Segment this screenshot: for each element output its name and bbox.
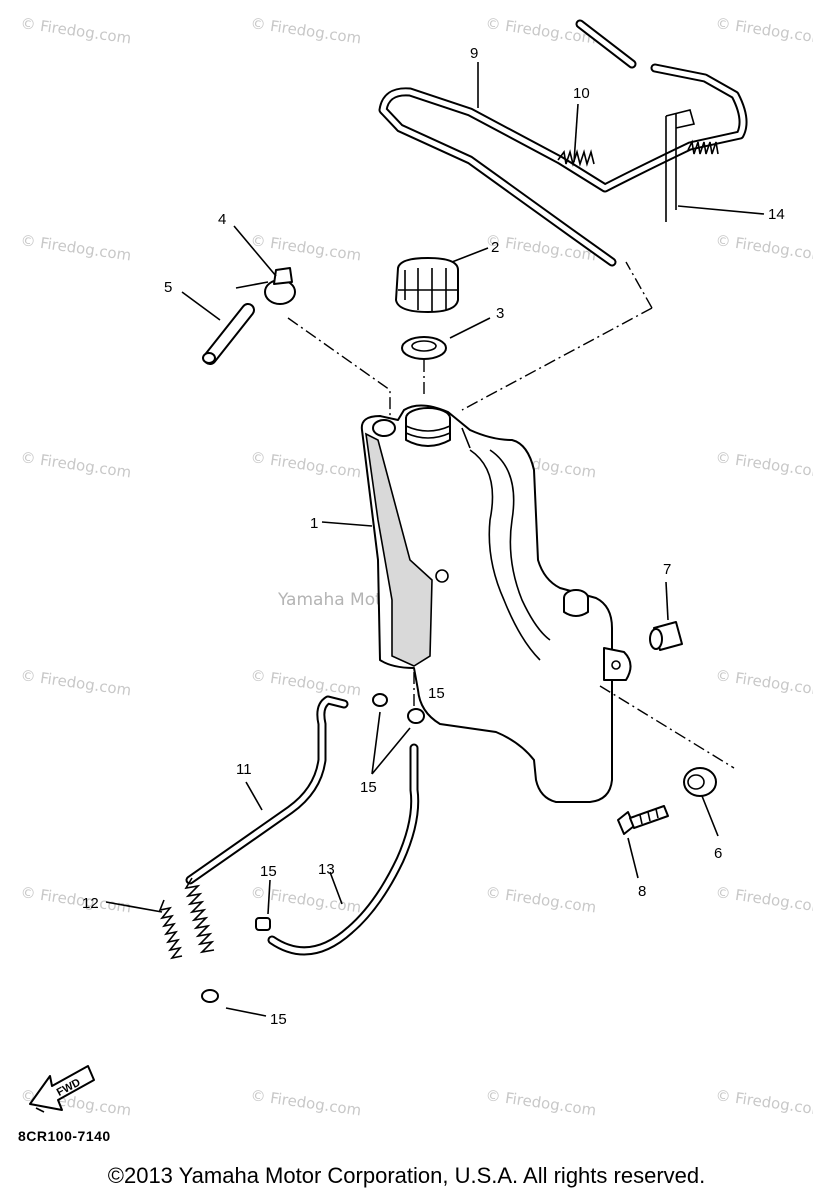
callout-5: 5 <box>164 279 172 296</box>
bolt <box>617 805 669 835</box>
hose-fitting <box>264 267 296 305</box>
watermark-text: © Firedog.com <box>714 448 813 481</box>
callout-14: 14 <box>768 206 785 223</box>
watermark-text: © Firedog.com <box>484 14 597 47</box>
grommet <box>683 767 717 797</box>
callout-11: 11 <box>236 761 252 778</box>
watermark-text: © Firedog.com <box>714 883 813 916</box>
watermark-text: © Firedog.com <box>249 231 362 264</box>
callout-3: 3 <box>496 305 504 322</box>
diagram-code: 8CR100-7140 <box>18 1128 111 1144</box>
callout-15: 15 <box>428 685 445 702</box>
copyright-notice: ©2013 Yamaha Motor Corporation, U.S.A. A… <box>107 1163 706 1188</box>
callout-13: 13 <box>318 861 335 878</box>
callout-15: 15 <box>360 779 377 796</box>
watermark-text: © Firedog.com <box>19 883 132 916</box>
watermark-text: © Firedog.com <box>19 14 132 47</box>
watermark-text: © Firedog.com <box>484 883 597 916</box>
collar <box>649 621 683 651</box>
coolant-reservoir-tank <box>360 404 632 803</box>
watermark-text: © Firedog.com <box>484 1086 597 1119</box>
callout-10: 10 <box>573 85 590 102</box>
watermark-text: © Firedog.com <box>714 1086 813 1119</box>
cap-seal <box>401 336 447 360</box>
watermark-text: © Firedog.com <box>19 231 132 264</box>
callout-1: 1 <box>310 515 318 532</box>
callout-15: 15 <box>260 863 277 880</box>
watermark-text: © Firedog.com <box>249 14 362 47</box>
watermark-text: © Firedog.com <box>19 666 132 699</box>
breather-hose-assembly <box>378 19 748 267</box>
callout-9: 9 <box>470 45 478 62</box>
callout-15: 15 <box>270 1011 287 1028</box>
watermark-text: © Firedog.com <box>249 1086 362 1119</box>
short-pipe <box>202 303 255 365</box>
leader-lines <box>105 62 765 1017</box>
callout-numbers: 1 2 3 4 5 6 7 8 9 10 11 12 13 14 15 15 1… <box>82 45 785 1028</box>
callout-8: 8 <box>638 883 646 900</box>
radiator-cap <box>395 257 459 313</box>
callout-4: 4 <box>218 211 226 228</box>
watermark-text: © Firedog.com <box>714 231 813 264</box>
drain-hose <box>255 743 420 956</box>
callout-12: 12 <box>82 895 99 912</box>
callout-2: 2 <box>491 239 499 256</box>
watermark-text: © Firedog.com <box>714 666 813 699</box>
callout-7: 7 <box>663 561 671 578</box>
watermark-text: © Firedog.com <box>249 883 362 916</box>
callout-6: 6 <box>714 845 722 862</box>
watermark-text: © Firedog.com <box>249 666 362 699</box>
clips <box>372 693 425 724</box>
watermark-text: © Firedog.com <box>249 448 362 481</box>
watermark-text: © Firedog.com <box>19 448 132 481</box>
watermark-text: © Firedog.com <box>714 14 813 47</box>
overflow-hose <box>158 695 349 1003</box>
